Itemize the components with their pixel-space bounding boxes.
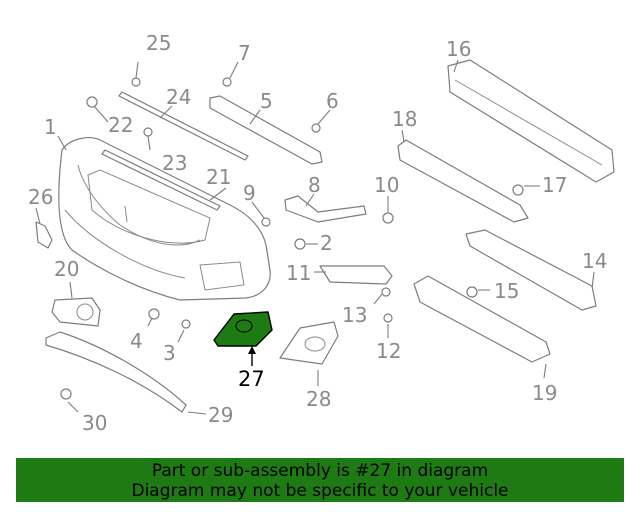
side-bracket-8 [284,195,367,223]
callout-22: 22 [108,113,133,137]
callout-17: 17 [542,173,567,197]
callout-19: 19 [532,381,557,405]
callout-10: 10 [374,173,399,197]
callout-4: 4 [130,329,143,353]
callout-labels: 1 2 3 4 5 6 7 8 9 10 11 12 13 14 15 16 1… [28,31,607,435]
callout-7: 7 [238,41,251,65]
fasteners [60,77,524,400]
retainer [319,265,393,285]
energy-absorber [397,139,529,223]
callout-25: 25 [146,31,171,55]
callout-8: 8 [308,173,321,197]
callout-24: 24 [166,85,191,109]
callout-12: 12 [376,339,401,363]
callout-23: 23 [162,151,187,175]
side-bracket [35,221,53,249]
reinforcement-beam [447,59,615,183]
fog-cover [279,321,339,365]
upper-molding [118,91,249,161]
callout-1: 1 [44,115,57,139]
callout-30: 30 [82,411,107,435]
callout-6: 6 [326,89,339,113]
highlighted-part-27 [213,311,273,347]
callout-13: 13 [342,303,367,327]
lower-absorber [413,275,551,363]
callout-16: 16 [446,37,471,61]
callout-14: 14 [582,249,607,273]
callout-3: 3 [163,341,176,365]
callout-5: 5 [260,89,273,113]
banner-line-1: Part or sub-assembly is #27 in diagram [151,461,489,481]
callout-21: 21 [206,165,231,189]
callout-27-highlighted: 27 [238,367,265,391]
leader-lines [35,59,595,415]
callout-9: 9 [243,181,256,205]
banner-line-2: Diagram may not be specific to your vehi… [131,481,509,501]
callout-11: 11 [286,261,311,285]
callout-20: 20 [54,257,79,281]
callout-18: 18 [392,107,417,131]
lower-spoiler [45,331,187,413]
callout-29: 29 [208,403,233,427]
fog-lamp [51,297,101,327]
callout-26: 26 [28,185,53,209]
lower-bracket [465,229,597,311]
callout-28: 28 [306,387,331,411]
callout-15: 15 [494,279,519,303]
bumper-cover [58,137,271,301]
beam-bracket [209,95,323,165]
info-banner: Part or sub-assembly is #27 in diagram D… [16,458,624,502]
grille-molding [101,149,221,211]
callout-2: 2 [320,231,333,255]
